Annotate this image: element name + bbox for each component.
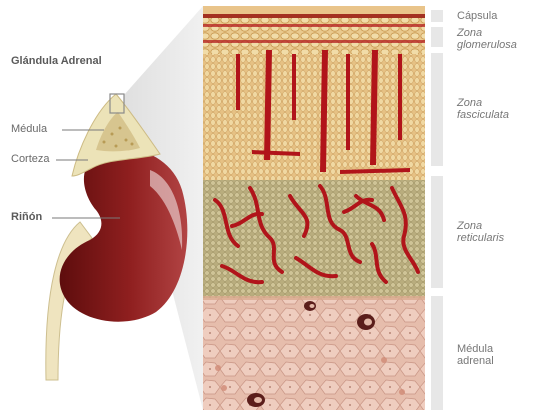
fasciculata-label: Zona fasciculata: [457, 97, 509, 121]
bracket-glomerulosa: [431, 27, 443, 47]
bracket-fasciculata: [431, 53, 443, 166]
glomerulosa-label: Zona glomerulosa: [457, 27, 517, 51]
reticularis-label: Zona reticularis: [457, 220, 504, 244]
adrenal-medulla-label: Médula adrenal: [457, 343, 494, 367]
bracket-medulla: [431, 296, 443, 410]
medulla-layer: [203, 298, 425, 410]
adrenal-gland-title: Glándula Adrenal: [11, 55, 102, 67]
reticularis-layer: [203, 180, 425, 298]
medulla-label: Médula: [11, 123, 47, 135]
capsule-label: Cápsula: [457, 10, 497, 22]
histology-column: [203, 6, 425, 410]
bracket-reticularis: [431, 176, 443, 288]
glomerulosa-layer: [203, 18, 425, 54]
cortex-label: Corteza: [11, 153, 50, 165]
bracket-capsule: [431, 10, 443, 22]
capsule-layer: [203, 6, 425, 14]
kidney-label: Riñón: [11, 211, 42, 223]
